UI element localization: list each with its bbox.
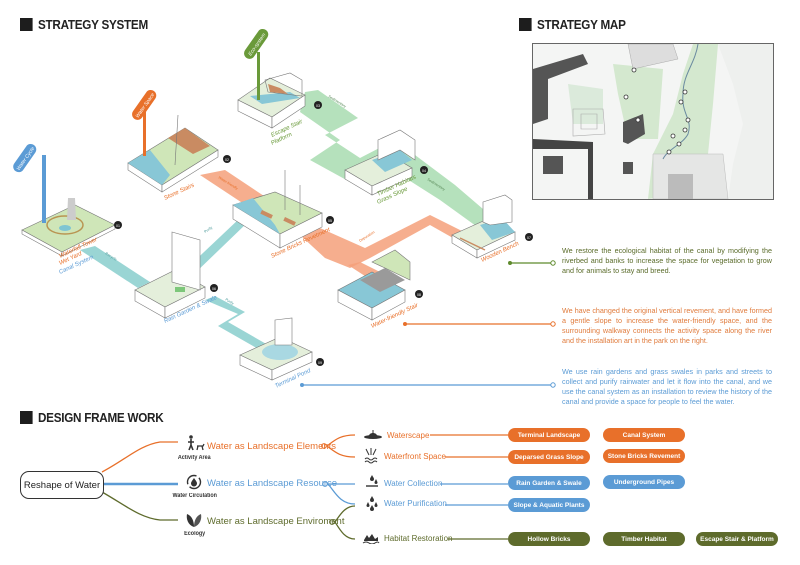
recycle-water-icon [186, 474, 202, 490]
node-03[interactable]: 03 Escape Stair Platform [237, 72, 322, 147]
svg-text:03: 03 [316, 104, 320, 108]
svg-text:02: 02 [225, 158, 229, 162]
svg-text:05: 05 [328, 219, 332, 223]
design-framework-title: DESIGN FRAME WORK [38, 410, 164, 425]
branch-icon-label: Ecology [184, 531, 206, 537]
node-02[interactable]: 02 Stone Stairs [127, 114, 231, 202]
pill-timber-habitat[interactable]: Timber Habitat [603, 532, 685, 546]
teal-path-band [80, 246, 150, 288]
branch-landscape-elements[interactable]: Water as Landscape Elements [207, 441, 337, 452]
branch-landscape-enviroment[interactable]: Water as Landscape Enviroment [207, 516, 345, 527]
svg-text:01: 01 [116, 224, 120, 228]
description-connectors [300, 260, 556, 388]
svg-text:Purify: Purify [224, 297, 234, 305]
leaf-waterfront-space[interactable]: Waterfront Space [384, 452, 446, 461]
title-square-icon [20, 18, 33, 31]
branch-landscape-resource[interactable]: Water as Landscape Resource [207, 478, 338, 489]
site-map-drawing [533, 44, 773, 199]
section-title-design-framework: DESIGN FRAME WORK [20, 410, 164, 425]
leaf-water-purification[interactable]: Water Purification [384, 499, 447, 508]
purify-icon [366, 496, 378, 511]
orange-path-band [300, 215, 470, 268]
leaf-habitat-restoration[interactable]: Habitat Restoration [384, 534, 453, 543]
pill-escape-stair-platform[interactable]: Escape Stair & Platform [696, 532, 778, 546]
node-06[interactable]: 06 Rain Garden & Swale [134, 231, 219, 325]
pill-slope-aquatic-plants[interactable]: Slope & Aquatic Plants [508, 498, 590, 512]
description-resource: We use rain gardens and grass swales in … [562, 367, 772, 406]
strategy-map[interactable] [532, 43, 774, 200]
svg-text:06: 06 [212, 287, 216, 291]
branch-icon-label: Activity Area [177, 455, 211, 461]
svg-text:Recycle: Recycle [104, 251, 117, 261]
svg-text:09: 09 [318, 361, 322, 365]
flag-water-space: Water Space [132, 89, 157, 156]
strategy-system-diagram: 01 Water Cycle Waterfall Tower Wet Yard … [13, 28, 556, 390]
strategy-map-title: STRATEGY MAP [537, 17, 626, 32]
node-01[interactable]: 01 [21, 198, 122, 257]
leaf-water-collection[interactable]: Water Collection [384, 479, 443, 488]
waterfront-icon [364, 448, 378, 464]
leaves-icon [186, 514, 202, 527]
pedestrian-dog-icon [188, 435, 205, 451]
svg-text:Depuration: Depuration [358, 230, 375, 243]
pill-canal-system[interactable]: Canal System [603, 428, 685, 442]
framework-root-node[interactable]: Reshape of Water [20, 471, 104, 499]
pill-rain-garden-swale[interactable]: Rain Garden & Swale [508, 476, 590, 490]
pill-underground-pipes[interactable]: Underground Pipes [603, 475, 685, 489]
pill-deparsed-grass-slope[interactable]: Deparsed Grass Slope [508, 450, 590, 464]
section-title-strategy-system: STRATEGY SYSTEM [20, 17, 148, 32]
description-activity: We have changed the original vertical re… [562, 306, 772, 345]
flag-water-cycle: Water Cycle [13, 143, 46, 223]
node-09[interactable]: 09 Terminal Pond [239, 317, 324, 390]
svg-text:08: 08 [417, 293, 421, 297]
pill-hollow-bricks[interactable]: Hollow Bricks [508, 532, 590, 546]
pill-terminal-landscape[interactable]: Terminal Landscape [508, 428, 590, 442]
description-ecology: We restore the ecological habitat of the… [562, 246, 772, 275]
framework-connectors [101, 434, 508, 540]
habitat-icon [362, 534, 380, 544]
fountain-icon [364, 430, 382, 439]
pill-stone-bricks-revement[interactable]: Stone Bricks Revement [603, 449, 685, 463]
strategy-system-title: STRATEGY SYSTEM [38, 17, 148, 32]
svg-text:Purify: Purify [203, 225, 213, 233]
section-title-strategy-map: STRATEGY MAP [519, 17, 626, 32]
branch-icon-label: Water Circulation [172, 493, 217, 499]
node-08[interactable]: 08 Water-friendly Stair [337, 249, 423, 330]
teal-path-band [185, 218, 248, 276]
teal-path-band [205, 296, 268, 350]
leaf-waterscape[interactable]: Waterscape [387, 431, 430, 440]
title-square-icon [519, 18, 532, 31]
svg-text:04: 04 [422, 169, 426, 173]
svg-text:07: 07 [527, 236, 531, 240]
title-square-icon [20, 411, 33, 424]
droplets-icon [366, 475, 378, 487]
